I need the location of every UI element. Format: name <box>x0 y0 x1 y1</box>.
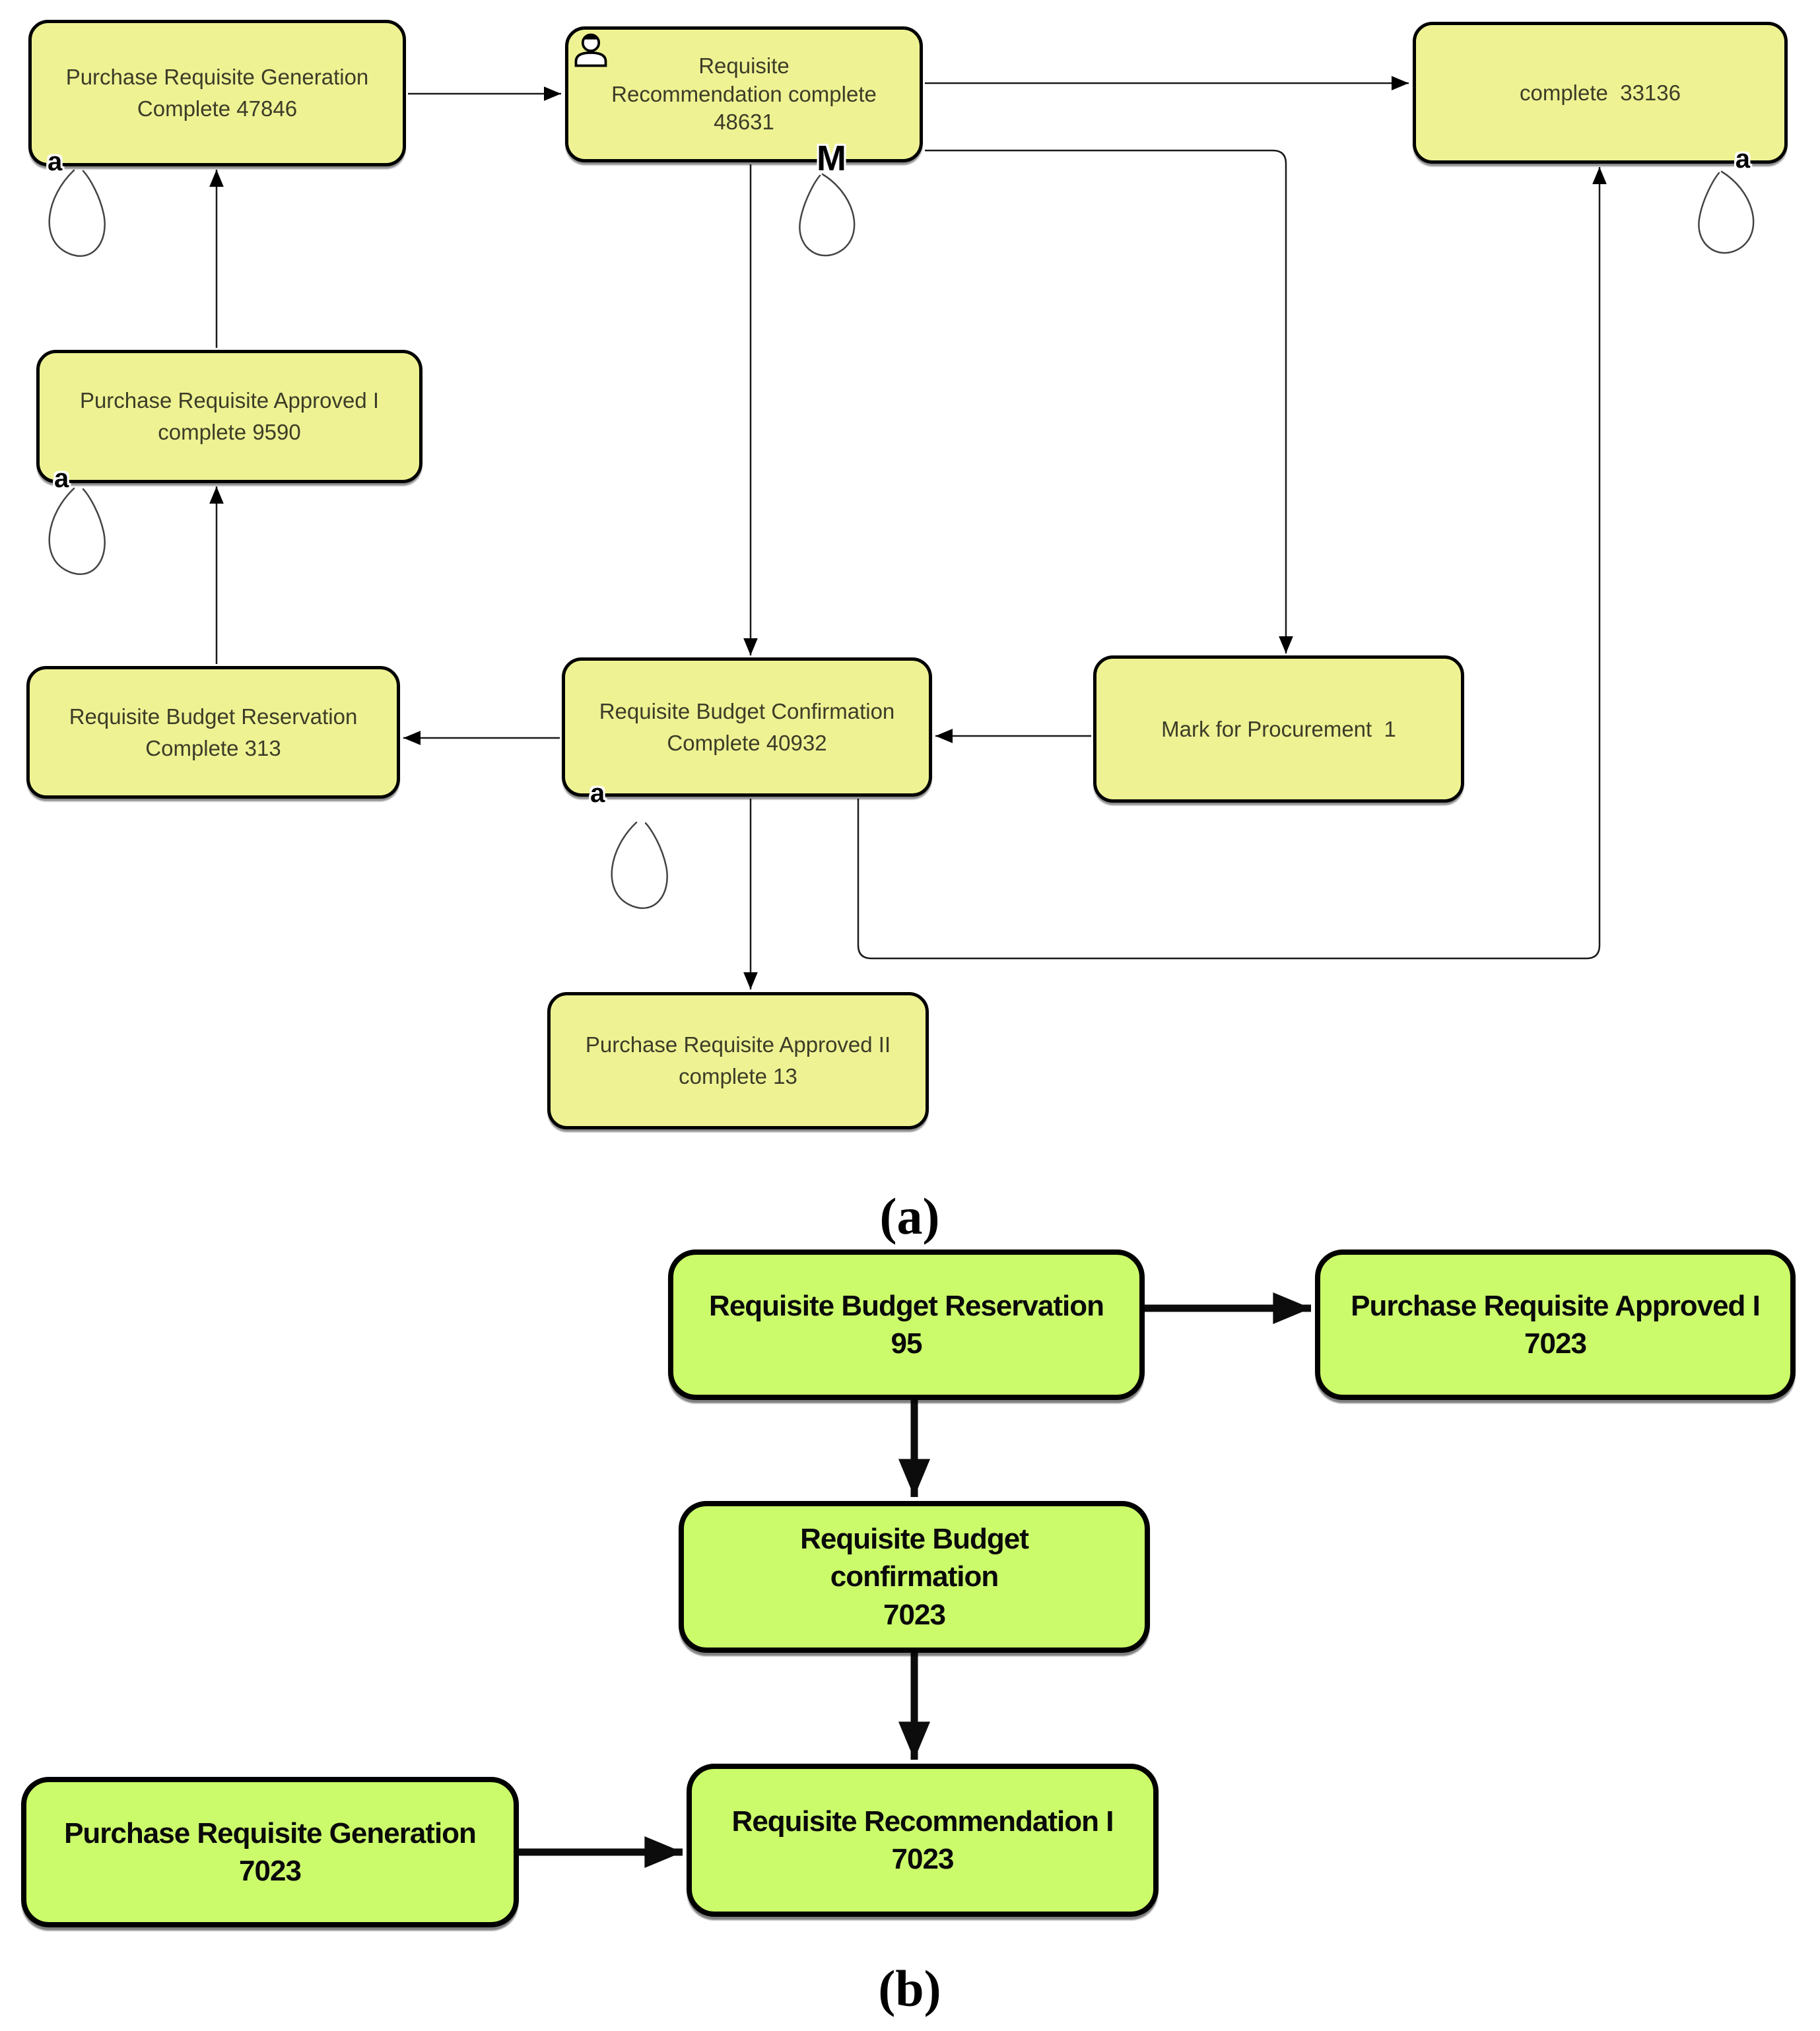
self-loop-approved1 <box>48 487 106 575</box>
node-count: complete 13 <box>679 1064 797 1088</box>
node-count: 95 <box>891 1327 923 1360</box>
node-label: Requisite Budget Reservation <box>709 1289 1104 1322</box>
node-count: Complete 47846 <box>137 96 298 121</box>
node-requisite-recommendation: Requisite Recommendation complete 48631 … <box>565 26 923 176</box>
node-mark-for-procurement: Mark for Procurement 1 <box>1093 655 1464 803</box>
node-b-requisite-budget-confirmation: Requisite Budget confirmation 7023 <box>679 1501 1150 1653</box>
caption-panel-a: (a) <box>879 1187 940 1245</box>
self-loop-generation <box>48 169 106 257</box>
node-label: Purchase Requisite Generation <box>64 1816 477 1849</box>
loop-marker-a: a <box>590 779 605 808</box>
self-loop-recommendation <box>799 173 856 257</box>
loop-marker-a: a <box>48 147 63 176</box>
node-b-requisite-budget-reservation: Requisite Budget Reservation 95 <box>668 1249 1145 1400</box>
node-count: complete 9590 <box>158 420 301 444</box>
node-label: Mark for Procurement 1 <box>1161 716 1396 741</box>
node-count: Complete 313 <box>145 735 281 760</box>
node-requisite-budget-reservation: Requisite Budget Reservation Complete 31… <box>26 666 400 799</box>
node-count: 7023 <box>883 1598 946 1631</box>
loop-marker-a: a <box>54 464 69 493</box>
node-count: Complete 40932 <box>667 730 827 755</box>
person-icon <box>571 31 611 78</box>
self-loop-complete <box>1698 170 1755 254</box>
node-label: Purchase Requisite Approved I <box>79 388 380 413</box>
node-count: 7023 <box>239 1855 302 1887</box>
node-label: complete 33136 <box>1519 80 1681 105</box>
node-label: confirmation <box>830 1560 999 1593</box>
edge-recommendation-to-mark <box>925 149 1293 653</box>
node-label: Requisite Recommendation I <box>731 1805 1114 1838</box>
self-loop-confirmation <box>611 821 668 909</box>
node-label: Purchase Requisite Approved II <box>585 1032 891 1057</box>
node-label: Recommendation complete <box>611 81 877 106</box>
node-purchase-requisite-generation: Purchase Requisite Generation Complete 4… <box>28 20 406 175</box>
node-count: 7023 <box>1524 1327 1587 1360</box>
node-label: Requisite <box>698 53 790 78</box>
node-purchase-requisite-approved-2: Purchase Requisite Approved II complete … <box>547 992 929 1129</box>
node-count: 7023 <box>891 1843 955 1875</box>
node-count: 48631 <box>714 110 774 135</box>
node-complete: complete 33136 a <box>1413 22 1788 172</box>
node-purchase-requisite-approved-1: Purchase Requisite Approved I complete 9… <box>36 350 422 492</box>
node-label: Requisite Budget Reservation <box>69 704 358 729</box>
loop-marker-a: a <box>1735 145 1750 174</box>
edge-confirmation-to-complete-feedback <box>857 167 1607 960</box>
node-requisite-budget-confirmation: Requisite Budget Confirmation Complete 4… <box>562 657 932 807</box>
node-label: Purchase Requisite Approved I <box>1351 1289 1761 1322</box>
node-label: Requisite Budget Confirmation <box>599 698 895 723</box>
node-b-requisite-recommendation-1: Requisite Recommendation I 7023 <box>687 1764 1159 1917</box>
node-b-purchase-requisite-approved-1: Purchase Requisite Approved I 7023 <box>1315 1249 1796 1400</box>
node-label: Requisite Budget <box>800 1523 1029 1556</box>
node-label: Purchase Requisite Generation <box>65 65 369 90</box>
node-b-purchase-requisite-generation: Purchase Requisite Generation 7023 <box>21 1777 519 1927</box>
multi-marker-m: M <box>817 139 846 178</box>
caption-panel-b: (b) <box>878 1960 941 2017</box>
